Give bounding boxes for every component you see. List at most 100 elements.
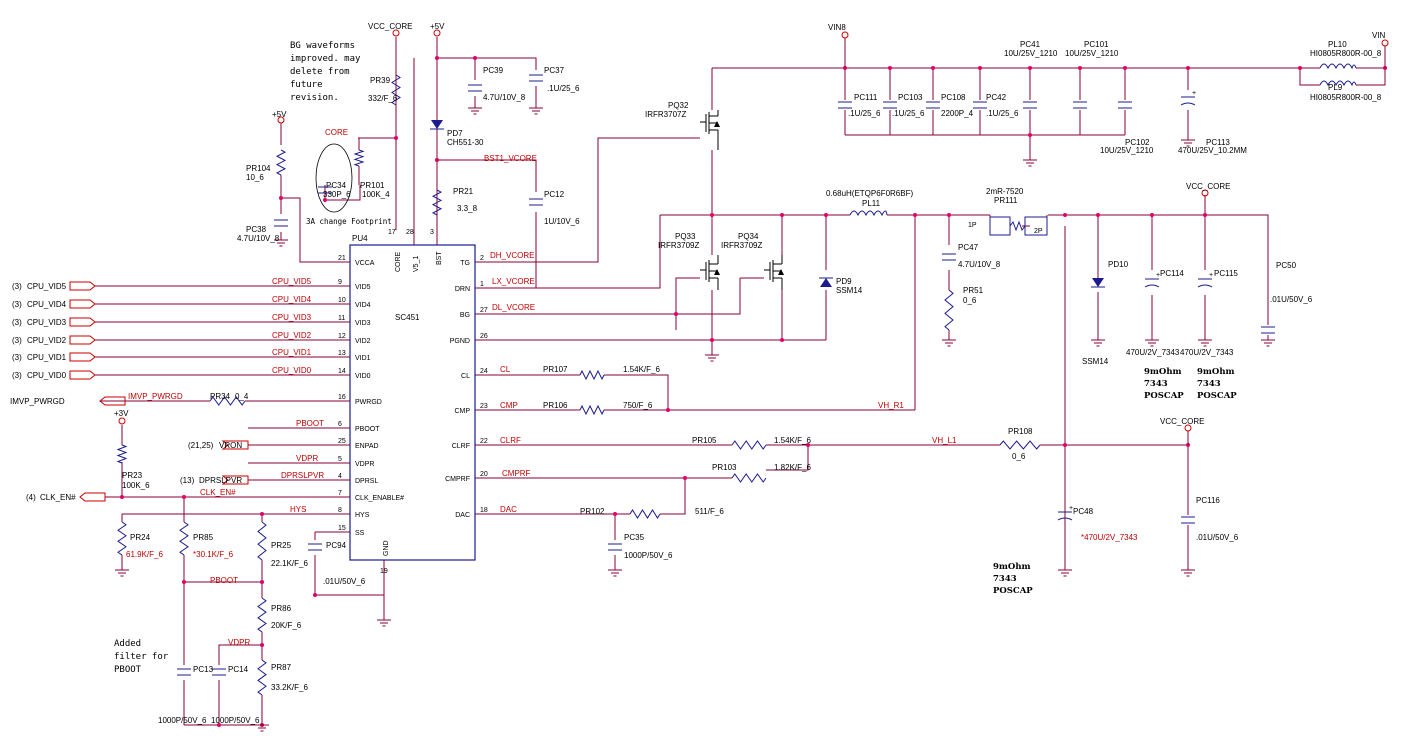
- component-pc103: PC103 .1U/25_6: [892, 93, 925, 118]
- svg-text:7343: 7343: [1144, 379, 1168, 389]
- component-value: 10U/25V_1210: [1065, 49, 1119, 58]
- ground-icon: [255, 720, 269, 732]
- component-value: 1.54K/F_6: [774, 436, 811, 445]
- ic-body: [349, 244, 476, 561]
- resistor-icon: [116, 444, 128, 464]
- component-value: 332/F_6: [368, 94, 398, 103]
- component-value: 470U/2V_7343: [1180, 348, 1234, 357]
- component-ref: PC94: [326, 541, 347, 550]
- component-value: .1U/25_6: [848, 109, 881, 118]
- component-ref: PC14: [228, 665, 249, 674]
- ground-icon: [1058, 565, 1072, 577]
- component-pc115: PC115 470U/2V_7343: [1180, 269, 1238, 357]
- capacitor-icon: [529, 74, 543, 82]
- ic-pin-number: 14: [338, 368, 346, 375]
- component-value: 2200P_4: [941, 109, 974, 118]
- component-value: 470U/25V_10.2MM: [1178, 146, 1247, 155]
- resistor-icon: [731, 473, 767, 483]
- svg-text:BG waveforms: BG waveforms: [290, 41, 355, 51]
- component-ref: PC34: [326, 181, 347, 190]
- svg-text:9mOhm: 9mOhm: [993, 562, 1031, 572]
- port-name: CPU_VID0: [27, 371, 67, 380]
- port-page-ref: (3): [12, 300, 22, 309]
- component-value: SSM14: [836, 286, 863, 295]
- ic-pin-name: CMPRF: [445, 476, 470, 483]
- highlight-ellipse: [315, 143, 353, 213]
- resistor-icon: [731, 440, 767, 450]
- svg-text:+: +: [1192, 90, 1196, 97]
- ic-top-pin-name: BST: [436, 251, 443, 265]
- net-label: IMVP_PWRGD: [128, 392, 183, 401]
- component-value: IRFR3709Z: [658, 241, 699, 250]
- junctions: [120, 56, 1387, 727]
- component-pc116: PC116.01U/50V_6: [1196, 496, 1239, 542]
- ic-pin-number: 20: [480, 471, 488, 478]
- vcc-core-top-pin: VCC_CORE: [368, 22, 412, 37]
- net-label: DH_VCORE: [490, 251, 534, 260]
- ic-pin-name: SS: [355, 530, 365, 537]
- plus5v-left-pin: +5V: [272, 110, 287, 124]
- component-ref: PR107: [543, 365, 568, 374]
- ic-pin-name: VID3: [355, 320, 371, 327]
- ic-pin-number: 23: [480, 403, 488, 410]
- ic-ref: PU4: [352, 234, 368, 243]
- port-dprslpvr: (13)DPRSLPVR: [180, 475, 249, 485]
- port-name: CPU_VID5: [27, 282, 67, 291]
- component-ref: PR39: [370, 76, 391, 85]
- component-value: *30.1K/F_6: [193, 550, 234, 559]
- component-value: 2mR-7520: [986, 187, 1024, 196]
- ic-top-pin-name: V5_1: [413, 256, 420, 272]
- resistor-icon: [629, 509, 661, 519]
- component-value: .1U/25_6: [892, 109, 925, 118]
- poscap-note-b: 9mOhm 7343 POSCAP: [1197, 367, 1237, 401]
- component-value: .01U/50V_6: [323, 577, 366, 586]
- component-ref: PC115: [1214, 269, 1238, 278]
- component-ref: PR51: [963, 286, 984, 295]
- inductor-pl11: [849, 210, 888, 217]
- component-ref: PR104: [246, 164, 271, 173]
- ic-pin-number: 5: [338, 456, 342, 463]
- component-ref: PC50: [1276, 261, 1297, 270]
- svg-text:POSCAP: POSCAP: [1197, 391, 1237, 401]
- capacitor-icon: +: [1180, 90, 1196, 106]
- vin8-pin: VIN8: [828, 23, 849, 68]
- resistor-icon: [944, 289, 954, 331]
- port-cpu-vid4: (3)CPU_VID4: [12, 299, 96, 309]
- pad-label: 1P: [968, 222, 977, 229]
- svg-text:Added: Added: [114, 639, 141, 649]
- ic-pin-number: 9: [338, 279, 342, 286]
- capacitor-icon: [1118, 101, 1132, 109]
- poscap-note-a: 9mOhm 7343 POSCAP: [1144, 367, 1184, 401]
- component-value: CH551-30: [447, 138, 484, 147]
- component-value: SSM14: [1082, 357, 1109, 366]
- svg-text:9mOhm: 9mOhm: [1197, 367, 1235, 377]
- bg-note: BG waveforms improved. may delete from f…: [290, 41, 361, 103]
- component-ref: PR87: [271, 663, 292, 672]
- pad-label: 2P: [1034, 228, 1043, 235]
- capacitor-icon: +: [1144, 272, 1160, 288]
- svg-text:delete from: delete from: [290, 67, 350, 77]
- component-ref: PC42: [986, 93, 1007, 102]
- component-ref: PC103: [898, 93, 923, 102]
- component-value: .1U/25_6: [547, 84, 580, 93]
- component-pc48: PC48*470U/2V_7343: [1073, 507, 1138, 542]
- capacitor-icon: [608, 543, 622, 551]
- ground-icon: [468, 103, 482, 115]
- port-cpu-vid1: (3)CPU_VID1: [12, 352, 96, 362]
- port-cpu-vid5: (3)CPU_VID5: [12, 281, 96, 291]
- ic-pin-number: 4: [338, 473, 342, 480]
